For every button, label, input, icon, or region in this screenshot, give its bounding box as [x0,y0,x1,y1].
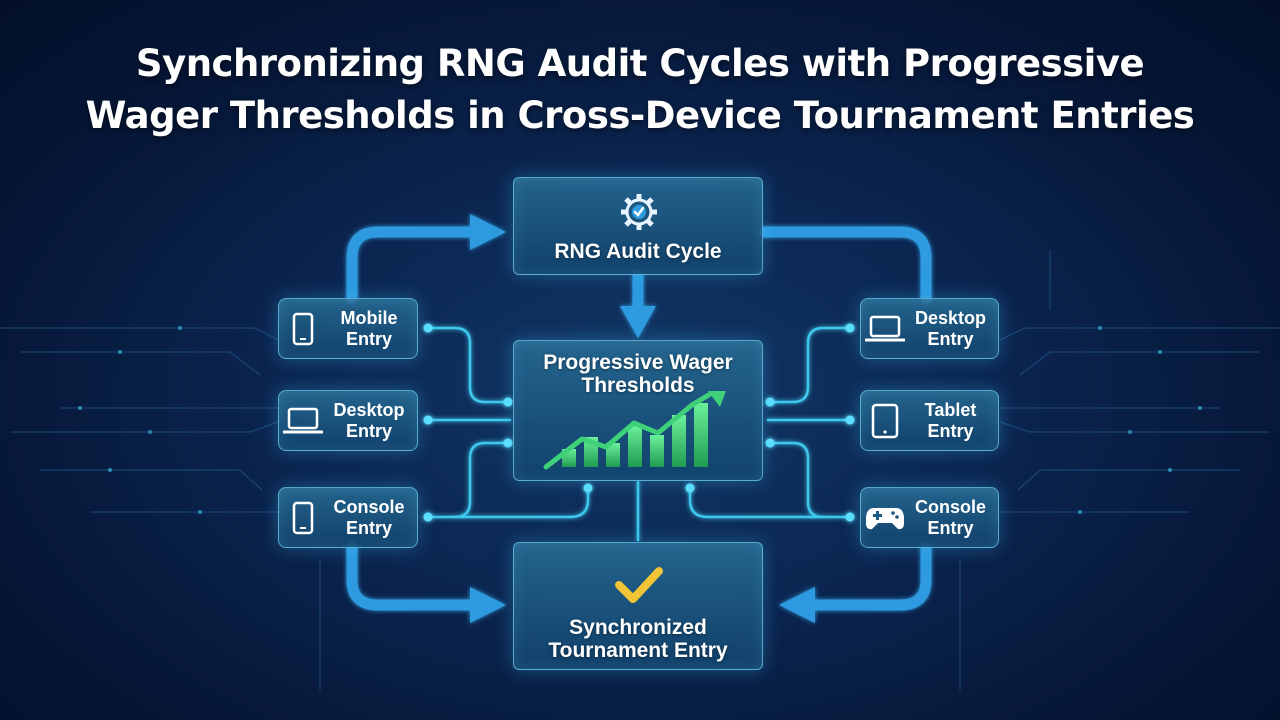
connector-console-right-to-bottom [688,486,825,519]
device-label: Desktop Entry [914,307,986,349]
right-device-desktop-entry[interactable]: Desktop Entry [860,298,999,359]
arrowhead-to-sync-entry-right [779,587,815,623]
arrowhead-to-wager-thresholds [620,306,656,338]
connector-dot [845,323,855,333]
connector-console-left-to-thresholds [426,441,510,519]
device-label: Mobile Entry [340,307,398,349]
connector-desktop-right-to-thresholds [768,326,852,404]
flow-path-left-top [346,226,476,304]
synchronized-tournament-entry-node[interactable]: Synchronized Tournament Entry [513,542,763,670]
connector-dot [423,512,433,522]
title-line-2: Wager Thresholds in Cross-Device Tournam… [85,94,1195,137]
connector-dot [503,397,513,407]
progressive-wager-thresholds-label: Progressive Wager Thresholds [543,351,733,397]
rng-audit-cycle-node[interactable]: RNG Audit Cycle [513,177,763,275]
connector-dot [503,438,513,448]
connector-dot [765,438,775,448]
gamepad-icon [861,488,909,547]
progressive-wager-thresholds-node[interactable]: Progressive Wager Thresholds [513,340,763,481]
device-label: Tablet Entry [924,399,977,441]
tablet-icon [861,391,909,450]
checkmark-icon [615,567,663,603]
rising-bar-chart-icon [543,391,726,470]
background-circuit-dots [78,326,1202,514]
device-label: Console Entry [914,496,986,538]
connector-dot [845,512,855,522]
gear-check-icon [621,194,657,230]
connector-dot [685,483,695,493]
page-title: Synchronizing RNG Audit Cycles with Prog… [0,38,1280,142]
connector-dot [423,323,433,333]
smartphone-icon [279,299,327,358]
laptop-icon [861,299,909,358]
connector-dot [765,397,775,407]
right-device-tablet-entry[interactable]: Tablet Entry [860,390,999,451]
connector-dot [583,483,593,493]
device-label: Console Entry [333,496,405,538]
right-device-console-entry[interactable]: Console Entry [860,487,999,548]
laptop-icon [279,391,327,450]
connector-dot [845,415,855,425]
smartphone-icon [279,488,327,547]
left-device-desktop-entry[interactable]: Desktop Entry [278,390,418,451]
synchronized-tournament-entry-label: Synchronized Tournament Entry [548,616,728,662]
left-device-console-entry[interactable]: Console Entry [278,487,418,548]
flow-path-right-top [759,226,932,304]
connector-console-left-to-bottom [453,486,590,519]
left-device-mobile-entry[interactable]: Mobile Entry [278,298,418,359]
title-line-1: Synchronizing RNG Audit Cycles with Prog… [135,42,1145,85]
connector-dot [423,415,433,425]
connector-mobile-to-thresholds [426,326,510,404]
arrowhead-to-rng-audit [470,214,506,250]
flow-path-right-bottom [809,542,932,611]
connector-console-right-to-thresholds [768,441,852,519]
rng-audit-cycle-label: RNG Audit Cycle [554,240,722,263]
flow-path-left-bottom [346,542,476,611]
device-label: Desktop Entry [333,399,405,441]
arrowhead-to-sync-entry-left [470,587,506,623]
background-circuit-traces [0,250,1280,690]
